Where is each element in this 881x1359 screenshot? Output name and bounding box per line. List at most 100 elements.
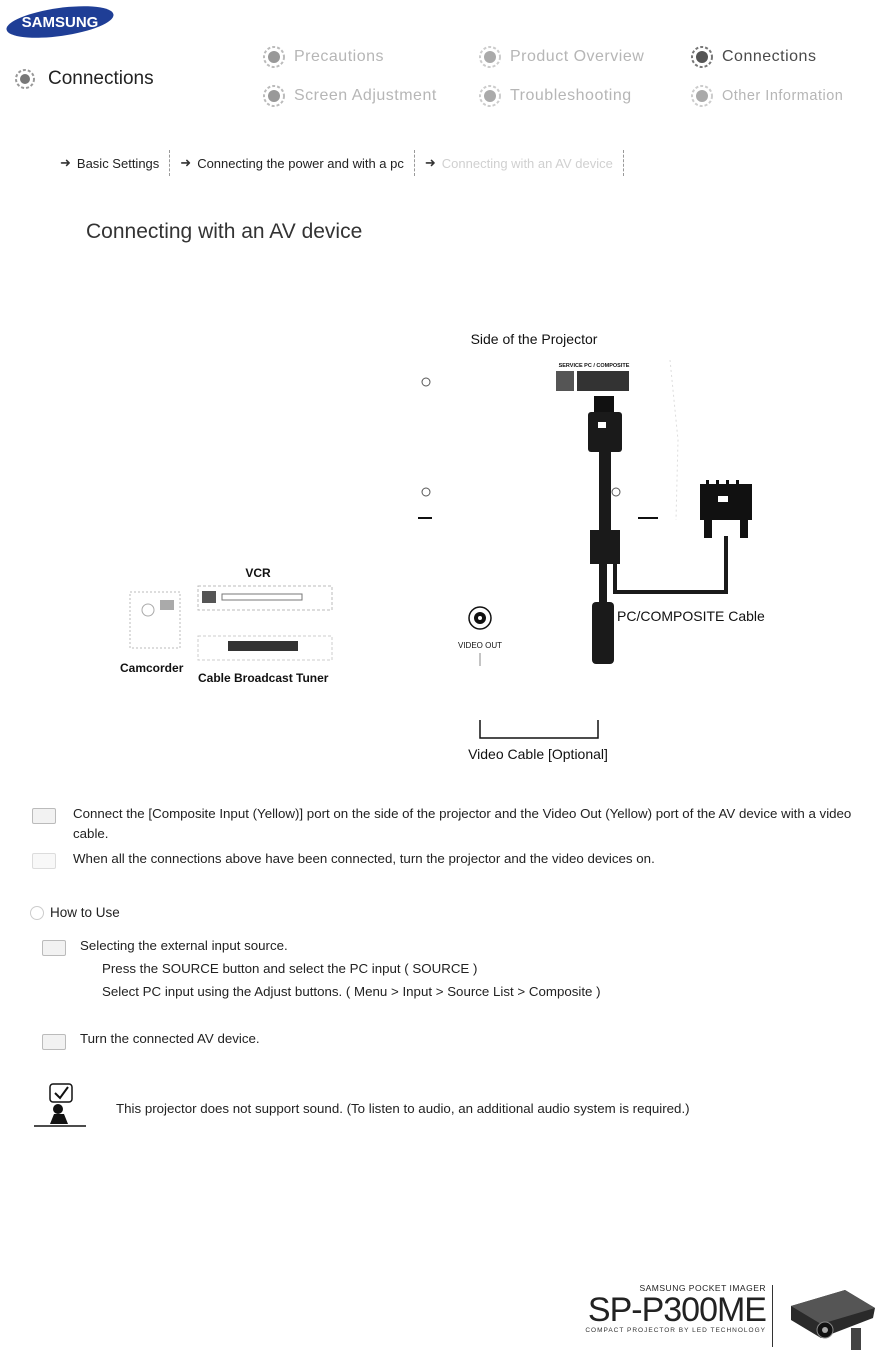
connection-diagram: Side of the Projector SERVICE PC / COMPO…: [110, 320, 810, 770]
other-information-number-icon: [691, 85, 713, 107]
vga-mark: [718, 496, 728, 502]
nav-label: Screen Adjustment: [294, 87, 437, 104]
vga-pin: [706, 480, 709, 486]
nav-screen-adjustment[interactable]: Screen Adjustment: [262, 84, 437, 108]
nav-label: Precautions: [294, 48, 384, 65]
tuner-device: [197, 635, 333, 661]
vga-pin: [736, 480, 739, 486]
nav-label: Connections: [722, 48, 817, 65]
connections-gear-icon: [15, 69, 35, 89]
crumb-label: Connecting with an AV device: [441, 155, 613, 171]
connections-number-icon: [691, 46, 713, 68]
tagline: COMPACT PROJECTOR BY LED TECHNOLOGY: [585, 1327, 766, 1334]
video-cable-bracket: [479, 720, 599, 739]
note-checkmark-icon: [34, 1083, 86, 1127]
crumb-divider: [622, 150, 624, 176]
pc-composite-port: [577, 371, 629, 391]
how-step-2-title: Turn the connected AV device.: [80, 1031, 260, 1046]
vga-pin: [726, 480, 729, 486]
how-step-1-icon: [42, 940, 66, 956]
instruction-2: When all the connections above have been…: [73, 851, 655, 866]
how-step-1-title: Selecting the external input source.: [80, 938, 288, 953]
breadcrumb: ➜ Basic Settings ➜ Connecting the power …: [60, 150, 634, 176]
nav-other-information[interactable]: Other Information: [690, 84, 843, 108]
cable-plug-neck: [594, 396, 614, 414]
nav-connections[interactable]: Connections: [690, 45, 816, 69]
model-branding: SAMSUNG POCKET IMAGER SP-P300ME COMPACT …: [576, 1283, 767, 1334]
nav-troubleshooting[interactable]: Troubleshooting: [478, 84, 632, 108]
page-title: Connecting with an AV device: [86, 220, 363, 243]
camcorder-label: Camcorder: [120, 661, 184, 675]
crumb-label: Connecting the power and with a pc: [197, 155, 404, 171]
note-text: This projector does not support sound. (…: [116, 1101, 690, 1116]
how-step-1-line-2: Select PC input using the Adjust buttons…: [102, 984, 601, 999]
vcr-slot: [221, 593, 303, 601]
projector-image: [785, 1284, 877, 1354]
troubleshooting-number-icon: [479, 85, 501, 107]
arrow-right-icon: ➜: [60, 155, 71, 170]
nav-label: Other Information: [722, 88, 844, 104]
crumb-label: Basic Settings: [76, 155, 160, 171]
nav-product-overview[interactable]: Product Overview: [478, 45, 644, 69]
model-name: SP-P300ME: [587, 1291, 767, 1329]
tuner-display: [228, 641, 298, 651]
instruction-1: Connect the [Composite Input (Yellow)] p…: [73, 806, 852, 841]
plug-mark: [598, 422, 606, 428]
cable-branch: [613, 536, 728, 594]
camcorder-lens-icon: [141, 603, 155, 617]
footer-divider: [772, 1285, 773, 1347]
note-icon: [32, 1082, 88, 1128]
screen-adjustment-number-icon: [263, 85, 285, 107]
vga-pin: [716, 480, 719, 486]
camcorder-device: [129, 591, 181, 649]
side-of-projector-label: Side of the Projector: [471, 331, 598, 347]
nav-precautions[interactable]: Precautions: [262, 45, 384, 69]
vga-screw: [740, 520, 748, 538]
crumb-divider: [413, 150, 415, 176]
crumb-divider: [169, 150, 171, 176]
how-step-2-icon: [42, 1034, 66, 1050]
vga-screw: [704, 520, 712, 538]
vcr-device: [197, 585, 333, 611]
samsung-logo: SAMSUNG: [4, 4, 116, 38]
crumb-av-device[interactable]: ➜ Connecting with an AV device: [425, 155, 613, 171]
marker-icon: [611, 487, 621, 497]
vcr-label: VCR: [245, 566, 271, 580]
marker-line: [638, 517, 658, 519]
how-to-use-heading: How to Use: [30, 905, 120, 920]
projector-side-outline: [669, 359, 679, 521]
section-title: Connections: [48, 68, 154, 89]
port-label: SERVICE PC / COMPOSITE: [559, 363, 630, 369]
projector-icon: [791, 1290, 875, 1350]
nav-label: Product Overview: [510, 48, 645, 65]
logo-text: SAMSUNG: [22, 14, 99, 31]
how-to-use-title: How to Use: [50, 905, 120, 920]
crumb-basic-settings[interactable]: ➜ Basic Settings: [60, 155, 159, 171]
pc-composite-cable-label: PC/COMPOSITE Cable: [617, 608, 765, 624]
video-out-label: VIDEO OUT: [458, 641, 502, 650]
step-2-icon: [32, 853, 56, 869]
service-port: [556, 371, 574, 391]
step-1-icon: [32, 808, 56, 824]
bullet-icon: [30, 905, 44, 920]
brand-line: SAMSUNG POCKET IMAGER: [639, 1283, 766, 1293]
precautions-number-icon: [263, 46, 285, 68]
marker-icon: [421, 377, 431, 387]
nav-label: Troubleshooting: [510, 87, 632, 104]
marker-icon: [421, 487, 431, 497]
section-header: Connections: [14, 68, 154, 90]
video-out-jack-pin: [478, 616, 482, 620]
vcr-panel: [202, 591, 216, 603]
crumb-power-pc[interactable]: ➜ Connecting the power and with a pc: [180, 155, 404, 171]
cable-main: [599, 452, 611, 532]
how-step-1-line-1: Press the SOURCE button and select the P…: [102, 961, 478, 976]
cable-lower: [599, 564, 607, 604]
arrow-right-icon: ➜: [180, 155, 192, 170]
composite-plug: [592, 602, 614, 664]
product-overview-number-icon: [479, 46, 501, 68]
cable-plug-head: [588, 412, 622, 452]
marker-line: [418, 517, 432, 519]
tuner-label: Cable Broadcast Tuner: [198, 671, 329, 685]
video-cable-label: Video Cable [Optional]: [468, 746, 608, 762]
connection-diagram-svg: Side of the Projector SERVICE PC / COMPO…: [120, 331, 765, 762]
